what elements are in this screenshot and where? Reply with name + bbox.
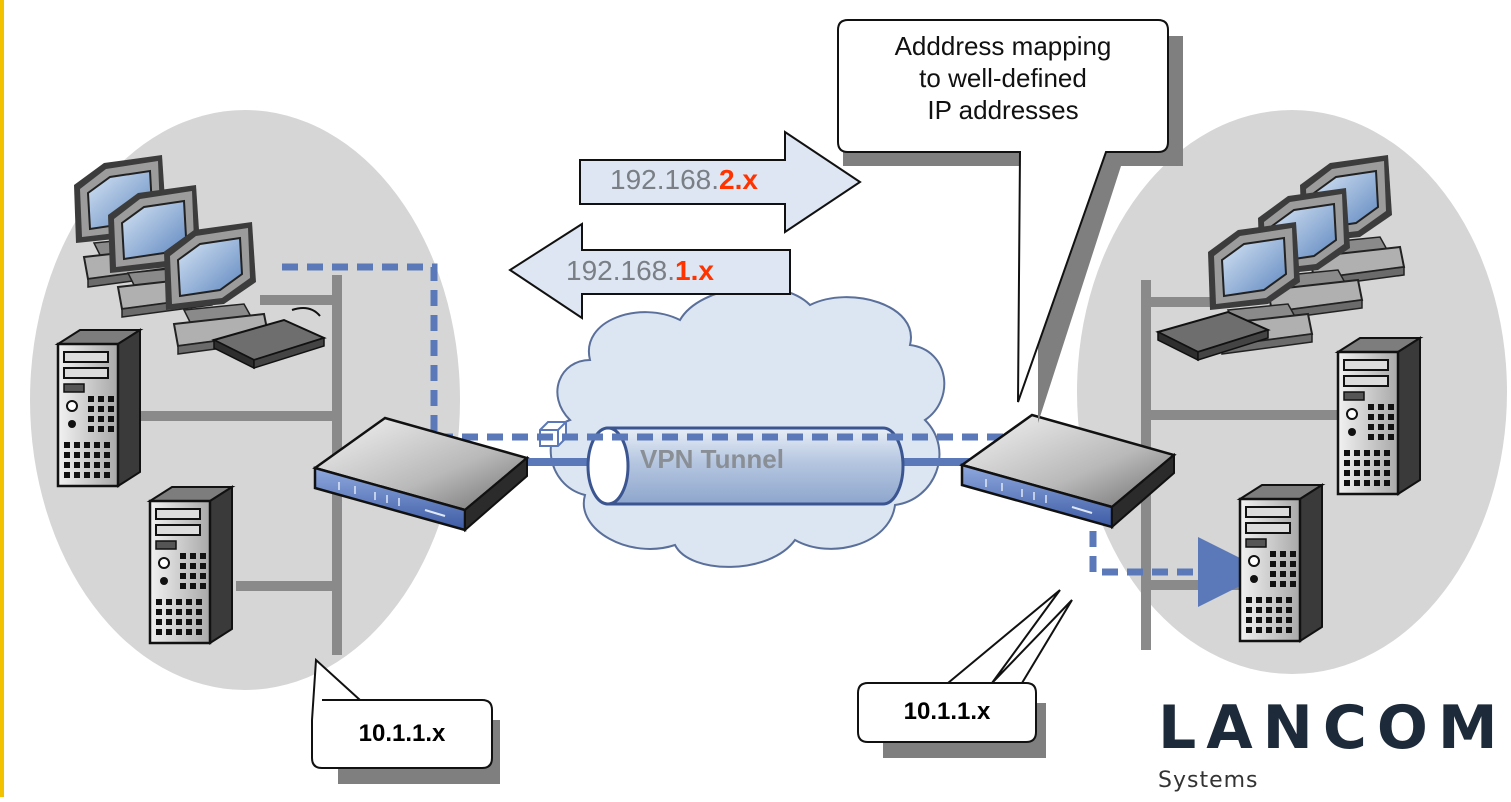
left-server-icon <box>56 328 142 488</box>
callout-right-bubble <box>857 589 1073 758</box>
callout-top-line-2: to well-defined <box>919 63 1087 93</box>
callout-left-bubble <box>311 657 500 784</box>
ip-right-prefix: 192.168. <box>610 164 719 195</box>
left-server-icon-2 <box>148 485 234 645</box>
ip-arrow-left-label: 192.168.1.x <box>566 255 714 287</box>
arrow-left-shape <box>508 222 791 320</box>
right-subnet-label: 10.1.1.x <box>903 698 991 725</box>
logo-tagline: Systems <box>1158 768 1259 793</box>
ip-arrow-right-label: 192.168.2.x <box>610 164 758 196</box>
ip-left-prefix: 192.168. <box>566 255 675 286</box>
ip-right-suffix: 2.x <box>719 164 758 195</box>
callout-top-text: Adddress mapping to well-defined IP addr… <box>840 30 1166 126</box>
dashed-data-path <box>282 263 1268 607</box>
callout-top-bubble <box>837 19 1183 423</box>
left-subnet-label: 10.1.1.x <box>358 720 446 747</box>
ip-left-suffix: 1.x <box>675 255 714 286</box>
callout-top-line-1: Adddress mapping <box>894 31 1112 61</box>
logo-wordmark: LANCOM <box>1158 693 1508 763</box>
vpn-tunnel <box>586 426 905 506</box>
callout-top-line-3: IP addresses <box>927 95 1079 125</box>
slide-border <box>0 0 4 797</box>
left-workstations <box>73 154 325 369</box>
right-server-icon <box>1336 336 1422 496</box>
lancom-logo: LANCOM Systems <box>1158 696 1508 793</box>
vpn-tunnel-label: VPN Tunnel <box>640 444 784 474</box>
arrow-right-shape <box>579 130 862 234</box>
right-server-icon-2 <box>1238 483 1324 643</box>
